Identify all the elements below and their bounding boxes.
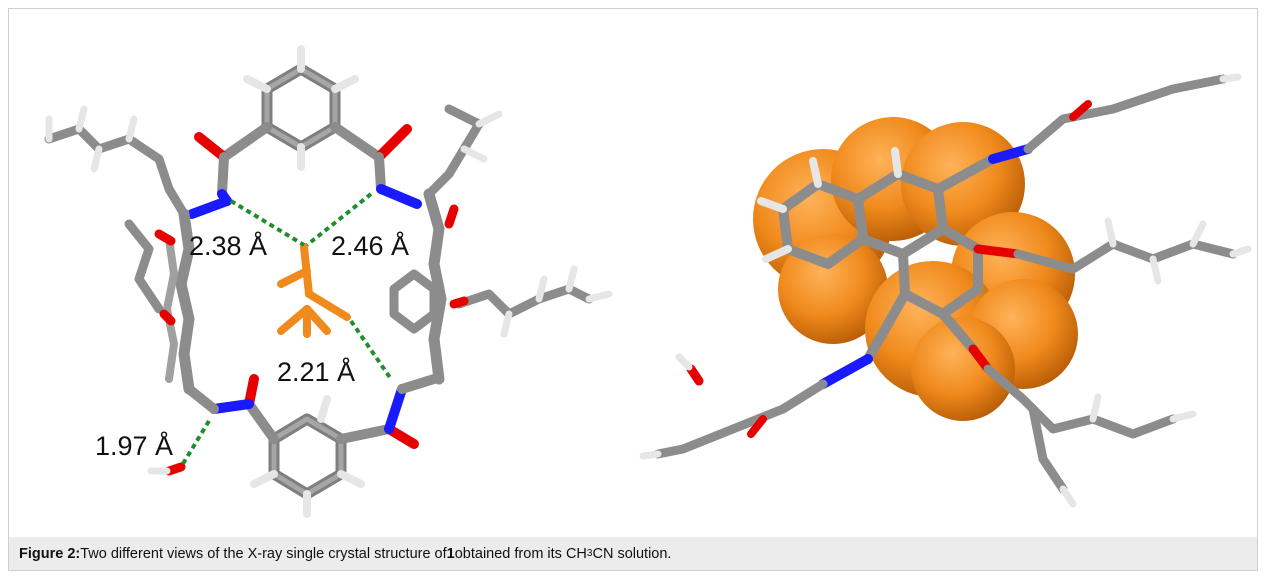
right-stick-framework: [757, 144, 1033, 389]
hydrogen-bonds: [179, 192, 393, 469]
space-filling-guest: [753, 117, 1078, 421]
figure-image: 2.38 Å 2.46 Å 2.21 Å 1.97 Å: [9, 9, 1257, 537]
caption-text-before: Two different views of the X-ray single …: [80, 545, 447, 562]
right-alkyl-chains: [983, 217, 1252, 508]
distance-label-2-46: 2.46 Å: [331, 230, 409, 261]
upper-right-arm: [1023, 73, 1242, 154]
lower-left-arm: [639, 379, 828, 460]
left-structure-view: 2.38 Å 2.46 Å 2.21 Å 1.97 Å: [9, 9, 633, 537]
distance-label-2-38: 2.38 Å: [189, 230, 267, 261]
top-amide-groups: [187, 122, 422, 219]
caption-label: Figure 2:: [19, 545, 81, 562]
caption-text-after: CN solution.: [592, 545, 672, 562]
right-structure-view: [633, 9, 1257, 537]
caption-subscript: 3: [586, 548, 593, 559]
left-molecule-drawing: 2.38 Å 2.46 Å 2.21 Å 1.97 Å: [44, 45, 613, 518]
alkyl-chains: [44, 104, 613, 338]
caption-text-middle: obtained from its CH: [454, 545, 587, 562]
figure-frame: 2.38 Å 2.46 Å 2.21 Å 1.97 Å: [8, 8, 1258, 571]
right-molecule-drawing: [639, 73, 1252, 508]
guest-molecule: [277, 243, 351, 338]
distance-label-1-97: 1.97 Å: [95, 430, 173, 461]
figure-caption: Figure 2: Two different views of the X-r…: [9, 537, 1257, 570]
distance-label-2-21: 2.21 Å: [277, 356, 355, 387]
caption-compound: 1: [446, 545, 455, 562]
bottom-amide-groups: [184, 374, 439, 449]
side-aromatic-walls: [154, 188, 469, 395]
water-molecule: [147, 462, 186, 476]
bottom-benzene-ring: [250, 395, 365, 518]
water-molecule-right: [675, 353, 704, 386]
top-benzene-ring: [243, 45, 359, 171]
